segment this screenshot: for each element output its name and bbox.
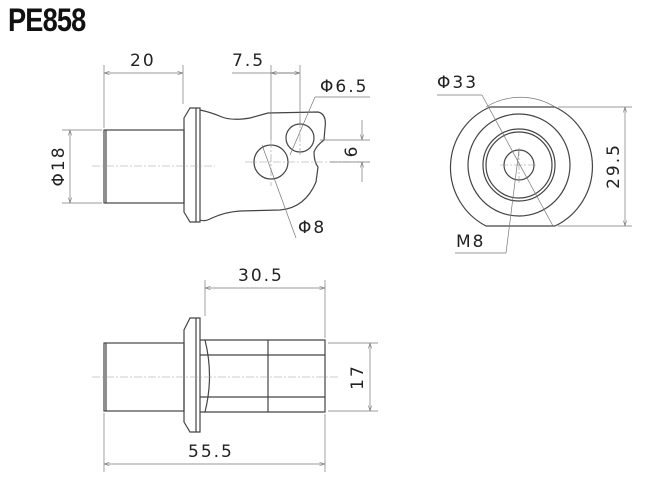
shaft-outline — [103, 129, 185, 204]
side-view-top: 20 7.5 Φ6.5 6 Φ18 Φ8 — [49, 51, 370, 239]
flange-outline — [183, 107, 201, 223]
dim-thread: M8 — [456, 232, 485, 252]
dim-body-length: 30.5 — [238, 266, 284, 286]
flange-outline-bottom — [183, 317, 201, 433]
dim-outer-diameter: Φ33 — [437, 73, 478, 93]
dim-large-hole: Φ8 — [298, 218, 326, 238]
dim-flat-width: 29.5 — [604, 143, 624, 189]
body-outline — [199, 109, 326, 222]
dim-shaft-diameter: Φ18 — [49, 145, 69, 186]
part-number-title: PE858 — [8, 2, 86, 38]
dim-hole-spacing: 6 — [342, 145, 362, 158]
dim-hole-offset: 7.5 — [232, 51, 265, 71]
dim-small-hole: Φ6.5 — [320, 77, 368, 97]
hex-body — [200, 339, 326, 413]
end-view: Φ33 29.5 M8 — [437, 73, 632, 254]
outer-profile — [449, 106, 594, 227]
side-view-bottom: 30.5 17 55.5 — [92, 266, 378, 472]
dim-shaft-length: 20 — [130, 51, 156, 71]
dim-total-length: 55.5 — [188, 442, 234, 462]
dim-hex-size: 17 — [348, 364, 368, 390]
